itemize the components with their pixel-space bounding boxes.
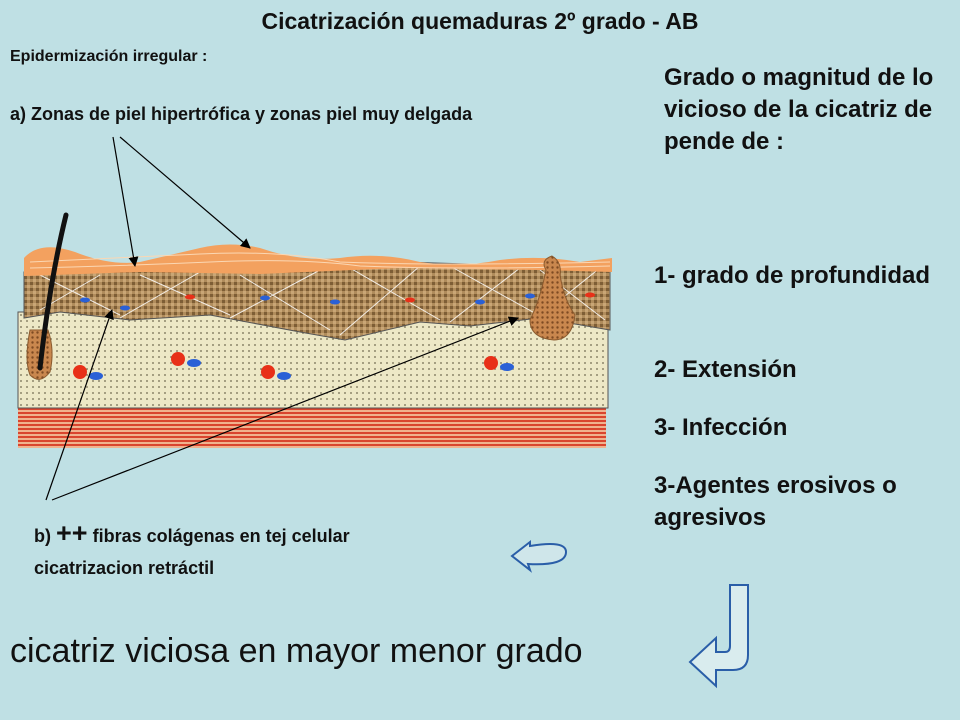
hypodermis-cells xyxy=(73,352,514,380)
arrow-a-1 xyxy=(112,136,139,267)
point-b-text: b) ++ fibras colágenas en tej celular ci… xyxy=(34,517,534,584)
hair-shaft xyxy=(37,212,69,371)
arrow-b-2 xyxy=(51,316,519,501)
dermal-cells xyxy=(80,292,595,311)
point-b-body: fibras colágenas en tej celular xyxy=(92,526,350,546)
epidermis-striations xyxy=(29,252,611,269)
arrow-a-2 xyxy=(119,136,251,249)
conclusion-text: cicatriz viciosa en mayor menor grado xyxy=(10,632,583,670)
slide-title: Cicatrización quemaduras 2º grado - AB xyxy=(261,8,699,34)
arrow-b-1 xyxy=(45,309,114,501)
point-b-emphasis: ++ xyxy=(56,518,88,548)
factor-3: 3- Infección xyxy=(654,414,788,441)
factor-4: 3-Agentes erosivos o agresivos xyxy=(654,472,897,531)
point-b-line2: cicatrizacion retráctil xyxy=(34,558,215,578)
subtitle: Epidermización irregular : xyxy=(10,48,208,65)
factor-2: 2- Extensión xyxy=(654,356,797,383)
down-left-arrow-icon xyxy=(688,584,749,689)
point-b-prefix: b) xyxy=(34,526,51,546)
grado-heading: Grado o magnitud de lo vicioso de la cic… xyxy=(664,64,934,155)
curved-arrow-icon xyxy=(510,539,568,573)
muscle-layer xyxy=(18,408,606,448)
hair-follicle xyxy=(529,255,576,341)
factor-1: 1- grado de profundidad xyxy=(654,262,930,289)
point-a-text: a) Zonas de piel hipertrófica y zonas pi… xyxy=(10,104,473,124)
